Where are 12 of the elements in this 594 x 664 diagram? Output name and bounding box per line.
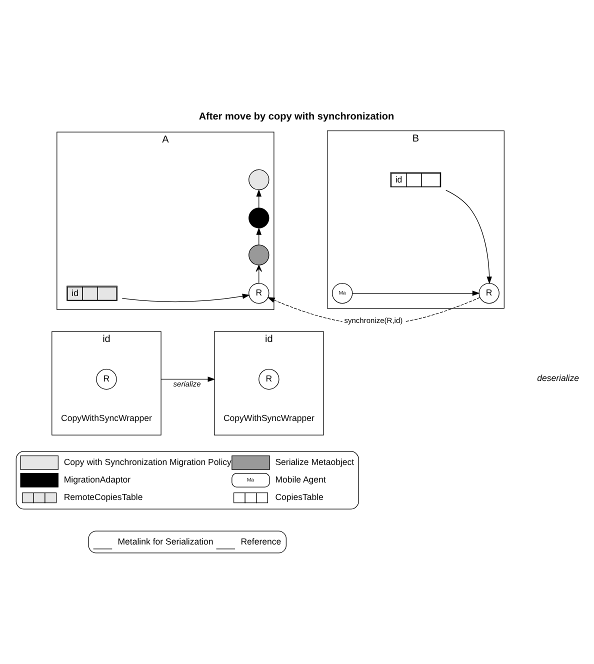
diagram-title: After move by copy with synchronization xyxy=(198,110,394,122)
legend-label: CopiesTable xyxy=(275,492,324,502)
node-label: CopyWithSyncWrapper xyxy=(61,412,152,423)
legend-label: Metalink for Serialization xyxy=(118,536,214,546)
legend-label: Mobile Agent xyxy=(275,474,326,484)
legend-label: MigrationAdaptor xyxy=(64,474,131,484)
legend-label: Copy with Synchronization Migration Policy xyxy=(64,456,232,466)
label: deserialize xyxy=(537,372,579,382)
node-label: CopyWithSyncWrapper xyxy=(223,412,314,423)
legend-label: RemoteCopiesTable xyxy=(64,492,143,502)
legend-label: Serialize Metaobject xyxy=(275,456,354,466)
legend-label: Reference xyxy=(240,536,282,546)
